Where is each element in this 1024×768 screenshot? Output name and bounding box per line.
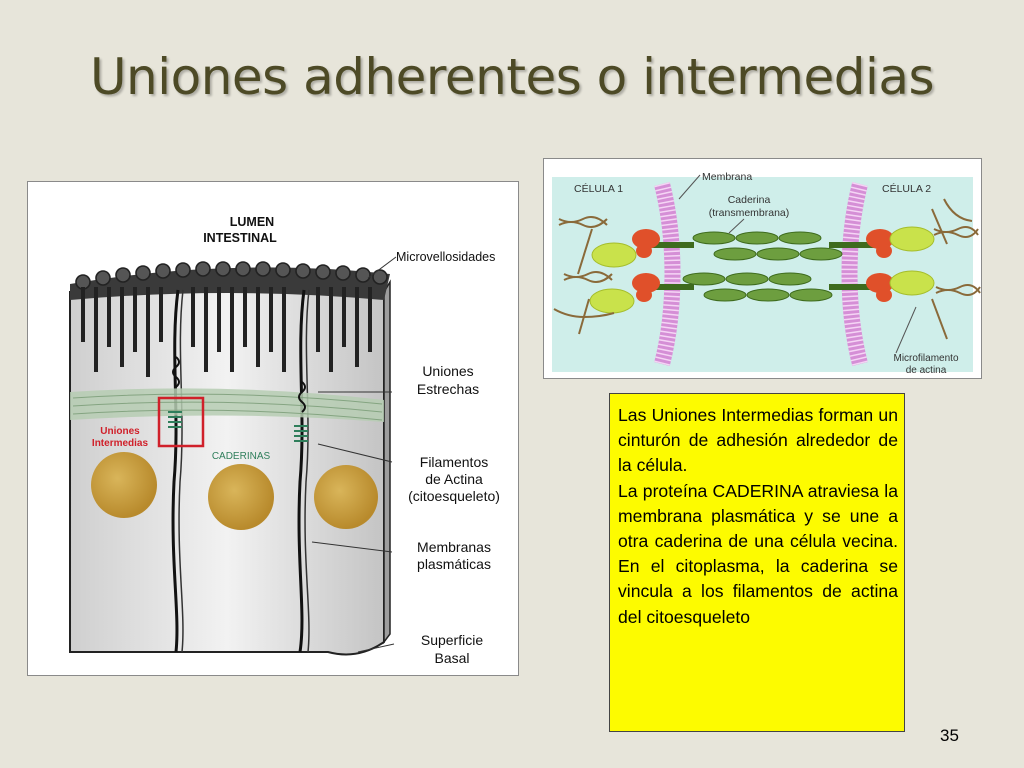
cadherin-diagram: CÉLULA 1 CÉLULA 2 Membrana Caderina (tra…: [552, 171, 981, 376]
membrane-label: Membrana: [702, 171, 752, 183]
cadherin-label: (transmembrana): [709, 207, 790, 219]
lumen-label: INTESTINAL: [203, 231, 277, 245]
membrane-left: [654, 182, 681, 366]
tight-junctions-label: Estrechas: [417, 381, 479, 397]
adherens-highlight-box: [157, 396, 205, 448]
basal-surface-label: Basal: [434, 650, 469, 666]
adherens-junctions-label: Intermedias: [92, 438, 149, 449]
note-paragraph: La proteína CADERINA atraviesa la membra…: [618, 480, 898, 627]
epithelium-figure: LUMEN INTESTINAL Microvellosidades Union…: [27, 181, 519, 676]
cadherin-chain: [682, 231, 843, 302]
lumen-label: LUMEN: [230, 215, 274, 229]
cadherin-label: Caderina: [728, 194, 771, 206]
adherens-junctions-label: Uniones: [100, 426, 140, 437]
membranes-label: Membranas: [417, 539, 491, 555]
explanation-note: Las Uniones Intermedias forman un cintur…: [609, 393, 905, 732]
nucleus: [91, 452, 157, 518]
tight-junctions-label: Uniones: [422, 363, 473, 379]
cell-1-label: CÉLULA 1: [574, 182, 623, 195]
actin-microfilaments: [553, 198, 981, 340]
slide-title: Uniones adherentes o intermedias: [89, 48, 935, 106]
cadherins-label: CADERINAS: [212, 451, 271, 462]
adapter-proteins: [589, 226, 935, 314]
cell-2-label: CÉLULA 2: [882, 182, 931, 195]
page-number: 35: [940, 726, 959, 745]
actin-label: Filamentos: [420, 454, 488, 470]
microfilament-label: Microfilamento: [893, 353, 958, 364]
microfilament-label: de actina: [906, 365, 947, 376]
actin-label: (citoesqueleto): [408, 488, 500, 504]
epithelium-diagram: LUMEN INTESTINAL Microvellosidades Union…: [69, 215, 500, 666]
nucleus: [314, 465, 378, 529]
actin-label: de Actina: [425, 471, 483, 487]
note-paragraph: Las Uniones Intermedias forman un cintur…: [618, 405, 898, 476]
membranes-label: plasmáticas: [417, 556, 491, 572]
nucleus: [208, 464, 274, 530]
microvilli-label: Microvellosidades: [396, 250, 495, 264]
membrane-right: [841, 182, 868, 366]
cadherin-schematic: CÉLULA 1 CÉLULA 2 Membrana Caderina (tra…: [543, 158, 982, 379]
basal-surface-label: Superficie: [421, 632, 483, 648]
